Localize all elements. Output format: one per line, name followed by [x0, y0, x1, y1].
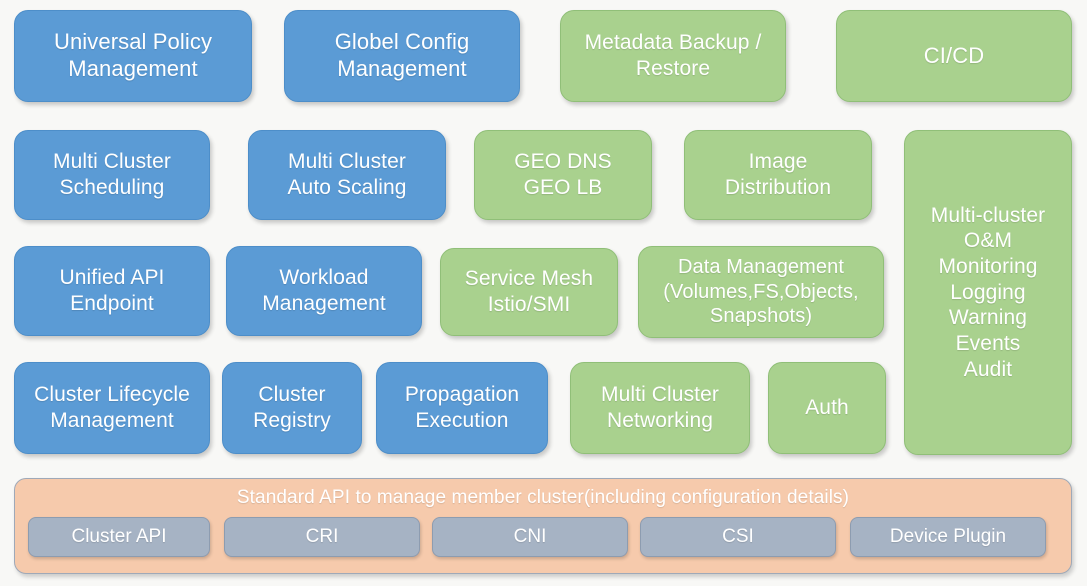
capability-box-label: Image Distribution — [724, 150, 832, 199]
capability-box-ci-cd[interactable]: CI/CD — [836, 10, 1072, 102]
capability-box-label: Multi Cluster Networking — [601, 383, 719, 432]
capability-box-unified-api-endpoint[interactable]: Unified API Endpoint — [14, 246, 210, 336]
api-chip-cluster-api[interactable]: Cluster API — [28, 517, 210, 557]
capability-box-label: Cluster Lifecycle Management — [34, 383, 190, 432]
capability-box-universal-policy-management[interactable]: Universal Policy Management — [14, 10, 252, 102]
capability-box-label: Unified API Endpoint — [59, 266, 165, 315]
capability-box-label: Globel Config Management — [334, 29, 470, 81]
api-chip-cni[interactable]: CNI — [432, 517, 628, 557]
capability-box-service-mesh-istio-smi[interactable]: Service Mesh Istio/SMI — [440, 248, 618, 336]
api-chip-device-plugin[interactable]: Device Plugin — [850, 517, 1046, 557]
capability-box-multi-cluster-om[interactable]: Multi-cluster O&M Monitoring Logging War… — [904, 130, 1072, 455]
capability-box-metadata-backup-restore[interactable]: Metadata Backup / Restore — [560, 10, 786, 102]
capability-box-cluster-registry[interactable]: Cluster Registry — [222, 362, 362, 454]
capability-box-propagation-execution[interactable]: Propagation Execution — [376, 362, 548, 454]
api-chip-label: CRI — [305, 526, 339, 547]
api-chip-label: CSI — [722, 526, 754, 547]
capability-box-label: Service Mesh Istio/SMI — [464, 267, 594, 316]
api-chip-label: CNI — [513, 526, 547, 547]
capability-box-cluster-lifecycle-management[interactable]: Cluster Lifecycle Management — [14, 362, 210, 454]
capability-box-multi-cluster-scheduling[interactable]: Multi Cluster Scheduling — [14, 130, 210, 220]
capability-box-label: Data Management (Volumes,FS,Objects, Sna… — [663, 256, 859, 328]
capability-box-label: Cluster Registry — [253, 383, 331, 432]
capability-box-auth[interactable]: Auth — [768, 362, 886, 454]
capability-box-label: Multi Cluster Auto Scaling — [287, 150, 407, 199]
standard-api-band-title: Standard API to manage member cluster(in… — [236, 487, 850, 508]
api-chip-label: Device Plugin — [889, 526, 1007, 547]
capability-box-label: CI/CD — [923, 42, 985, 68]
api-chip-csi[interactable]: CSI — [640, 517, 836, 557]
capability-box-label: Workload Management — [262, 266, 386, 315]
capability-box-label: Auth — [805, 396, 849, 420]
capability-box-multi-cluster-networking[interactable]: Multi Cluster Networking — [570, 362, 750, 454]
capability-box-geo-dns-geo-lb[interactable]: GEO DNS GEO LB — [474, 130, 652, 220]
capability-box-workload-management[interactable]: Workload Management — [226, 246, 422, 336]
capability-box-multi-cluster-auto-scaling[interactable]: Multi Cluster Auto Scaling — [248, 130, 446, 220]
api-chip-label: Cluster API — [71, 526, 167, 547]
capability-box-image-distribution[interactable]: Image Distribution — [684, 130, 872, 220]
capability-box-label: Metadata Backup / Restore — [584, 31, 762, 80]
capability-box-label: Multi Cluster Scheduling — [53, 150, 171, 199]
capability-box-data-management[interactable]: Data Management (Volumes,FS,Objects, Sna… — [638, 246, 884, 338]
capability-box-label: Universal Policy Management — [53, 29, 213, 81]
capability-box-label: Multi-cluster O&M Monitoring Logging War… — [930, 203, 1046, 381]
capability-box-label: Propagation Execution — [404, 383, 520, 432]
capability-box-global-config-management[interactable]: Globel Config Management — [284, 10, 520, 102]
api-chip-cri[interactable]: CRI — [224, 517, 420, 557]
capability-box-label: GEO DNS GEO LB — [514, 150, 612, 199]
